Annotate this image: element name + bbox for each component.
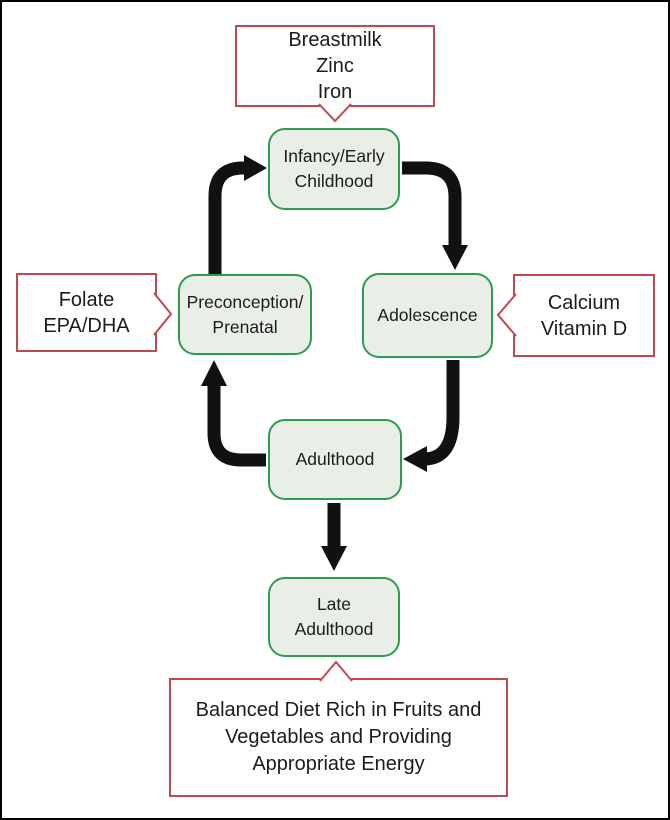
arrowhead-adulthood-to-preconception: [201, 360, 227, 386]
node-adolescence: Adolescence: [362, 273, 493, 358]
arrowhead-adolescence-to-adulthood: [403, 446, 427, 472]
node-late-adulthood-label: Late Adulthood: [294, 594, 374, 639]
callout-folate-epa-dha: Folate EPA/DHA: [16, 273, 157, 352]
arrow-adolescence-to-adulthood: [423, 360, 460, 466]
arrow-adulthood-to-preconception: [207, 386, 266, 467]
callout-calcium-vitamin-d: Calcium Vitamin D: [513, 274, 655, 357]
callout-left-label: Folate EPA/DHA: [43, 288, 130, 337]
arrow-preconception-to-infancy: [208, 161, 245, 274]
callout-top-label: Breastmilk Zinc Iron: [288, 29, 382, 103]
arrow-infancy-to-adolescence: [402, 161, 462, 246]
node-infancy-label: Infancy/Early Childhood: [283, 146, 385, 191]
node-adolescence-label: Adolescence: [377, 305, 478, 325]
node-adulthood: Adulthood: [268, 419, 402, 500]
node-adulthood-label: Adulthood: [295, 449, 375, 469]
arrowhead-adulthood-to-late-adulthood: [321, 546, 347, 571]
callout-bottom-label: Balanced Diet Rich in Fruits and Vegetab…: [195, 699, 482, 775]
node-late-adulthood: Late Adulthood: [268, 577, 400, 657]
node-preconception-label: Preconception/ Prenatal: [186, 291, 304, 337]
callout-balanced-diet: Balanced Diet Rich in Fruits and Vegetab…: [169, 678, 508, 797]
node-infancy-early-childhood: Infancy/Early Childhood: [268, 128, 400, 210]
node-preconception-prenatal: Preconception/ Prenatal: [178, 274, 312, 355]
callout-right-label: Calcium Vitamin D: [540, 291, 628, 340]
arrowhead-preconception-to-infancy: [244, 155, 267, 181]
callout-breastmilk-zinc-iron: Breastmilk Zinc Iron: [235, 25, 435, 107]
arrowhead-infancy-to-adolescence: [442, 245, 468, 270]
